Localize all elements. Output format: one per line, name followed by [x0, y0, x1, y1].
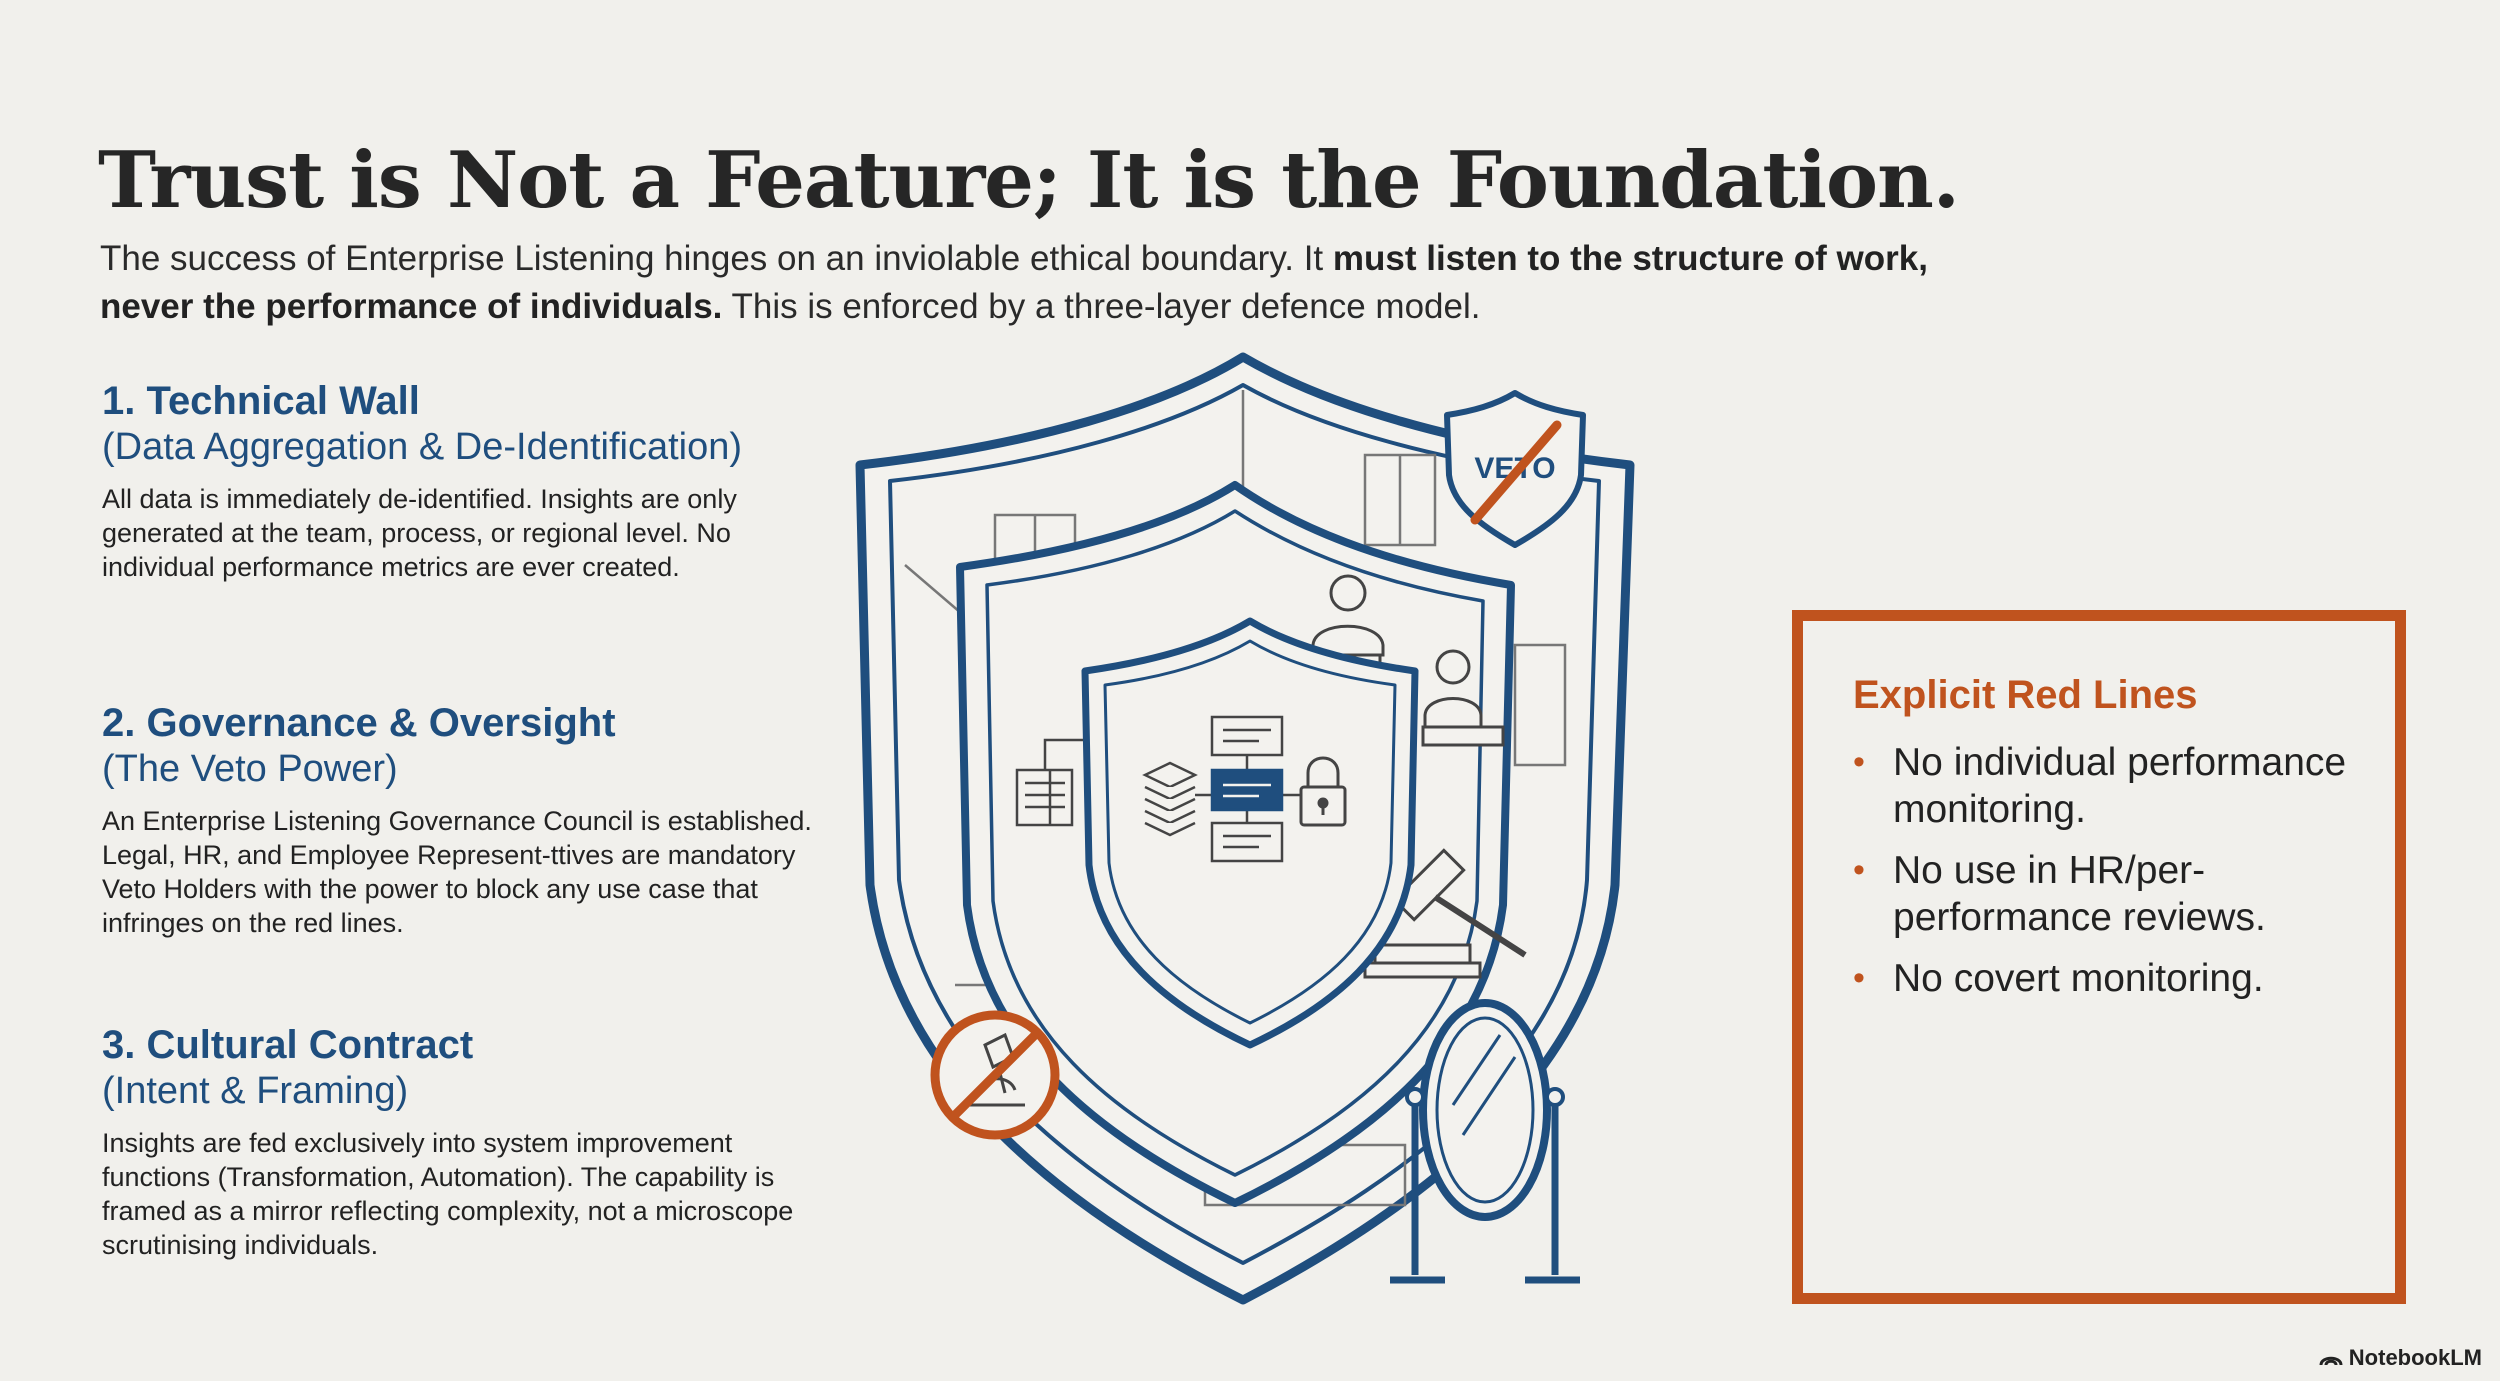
- layer-title: 1. Technical Wall: [102, 379, 420, 423]
- intro-paragraph: The success of Enterprise Listening hing…: [100, 235, 1980, 331]
- page-title: Trust is Not a Feature; It is the Founda…: [98, 135, 1960, 227]
- red-lines-title: Explicit Red Lines: [1853, 673, 2198, 717]
- red-line-item: • No individual performance monitoring.: [1853, 739, 2353, 833]
- three-layer-shield-illustration: VETO: [855, 352, 1635, 1305]
- veto-shield-badge: VETO: [1444, 390, 1586, 548]
- layer-subtitle: (The Veto Power): [102, 748, 398, 790]
- no-microscope-icon: [930, 1010, 1060, 1140]
- red-lines-panel: Explicit Red Lines • No individual perfo…: [1792, 610, 2406, 1304]
- red-line-text: No use in HR/per-performance reviews.: [1893, 849, 2266, 939]
- brand-watermark: NotebookLM: [2319, 1345, 2482, 1371]
- intro-emphasis: must listen to the structure of work, ne…: [100, 239, 1928, 326]
- layer-subtitle: (Data Aggregation & De-Identification): [102, 426, 743, 468]
- brand-name: NotebookLM: [2348, 1345, 2482, 1370]
- layer-technical-wall: 1. Technical Wall (Data Aggregation & De…: [102, 378, 822, 584]
- bullet-icon: •: [1853, 851, 1865, 889]
- layer-title: 2. Governance & Oversight: [102, 701, 616, 745]
- data-stack-icon: [1142, 761, 1198, 837]
- notebooklm-logo-icon: [2319, 1356, 2343, 1366]
- layer-governance: 2. Governance & Oversight (The Veto Powe…: [102, 700, 822, 940]
- layer-subtitle: (Intent & Framing): [102, 1070, 409, 1112]
- inner-shield-icon: [1081, 617, 1419, 1049]
- layer-description: Insights are fed exclusively into system…: [102, 1128, 794, 1260]
- lock-icon: [1299, 756, 1347, 827]
- layer-description: An Enterprise Listening Governance Counc…: [102, 806, 812, 938]
- layer-title: 3. Cultural Contract: [102, 1023, 474, 1067]
- gavel-icon: [1363, 848, 1527, 979]
- layer-description: All data is immediately de-identified. I…: [102, 484, 737, 582]
- bullet-icon: •: [1853, 743, 1865, 781]
- bullet-icon: •: [1853, 959, 1865, 997]
- red-line-item: • No use in HR/per-performance reviews.: [1853, 847, 2353, 941]
- intro-lead: The success of Enterprise Listening hing…: [100, 239, 1333, 278]
- mirror-icon: [1390, 999, 1580, 1284]
- red-lines-list: • No individual performance monitoring. …: [1853, 739, 2353, 1016]
- intro-tail: This is enforced by a three-layer defenc…: [722, 287, 1481, 326]
- red-line-item: • No covert monitoring.: [1853, 955, 2353, 1002]
- layer-cultural-contract: 3. Cultural Contract (Intent & Framing) …: [102, 1022, 822, 1262]
- red-line-text: No covert monitoring.: [1893, 957, 2264, 1000]
- red-line-text: No individual performance monitoring.: [1893, 741, 2347, 831]
